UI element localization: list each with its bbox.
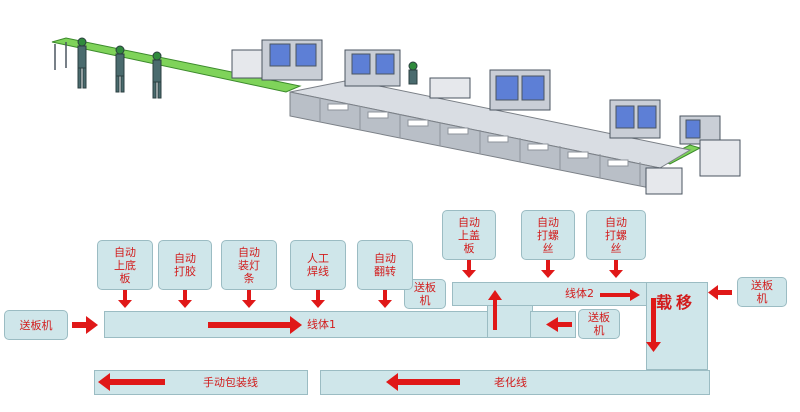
line1-bar (104, 311, 490, 338)
production-line-illustration (51, 37, 741, 195)
line2-bar (452, 282, 652, 306)
transfer-right-label: 移 载 (653, 294, 692, 312)
transfer-right-block (646, 282, 708, 370)
operator-figures (77, 37, 418, 99)
machine-stations (231, 39, 741, 195)
aging-line-bar (320, 370, 710, 395)
down-arrow-flip (378, 290, 392, 308)
down-arrow-base-plate (118, 290, 132, 308)
step-auto-lightbar: 自动 装灯 条 (221, 240, 277, 290)
aging-line-label: 老化线 (494, 376, 527, 389)
manual-pack-label: 手动包装线 (203, 376, 258, 389)
feeder-mid-bottom: 送板 机 (578, 309, 620, 339)
step-auto-flip: 自动 翻转 (357, 240, 413, 290)
mid-return-bar (530, 311, 576, 338)
feeder-left: 送板机 (4, 310, 68, 340)
step-auto-screw-2: 自动 打螺 丝 (586, 210, 646, 260)
down-arrow-screw-2 (609, 260, 623, 278)
line2-label: 线体2 (565, 287, 594, 300)
line1-label: 线体1 (307, 318, 336, 331)
down-arrow-screw-1 (541, 260, 555, 278)
step-auto-base-plate: 自动 上底 板 (97, 240, 153, 290)
down-arrow-weld (311, 290, 325, 308)
down-arrow-glue (178, 290, 192, 308)
arrow-feeder-left-in (72, 316, 98, 334)
step-auto-screw-1: 自动 打螺 丝 (521, 210, 575, 260)
arrow-feeder-right-in (708, 285, 732, 300)
step-auto-glue: 自动 打胶 (158, 240, 212, 290)
manual-pack-bar (94, 370, 308, 395)
step-manual-weld: 人工 焊线 (290, 240, 346, 290)
step-auto-top-cover: 自动 上盖 板 (442, 210, 496, 260)
down-arrow-top-cover (462, 260, 476, 278)
down-arrow-lightbar (242, 290, 256, 308)
feeder-mid-top: 送板 机 (404, 279, 446, 309)
feeder-right: 送板 机 (737, 277, 787, 307)
